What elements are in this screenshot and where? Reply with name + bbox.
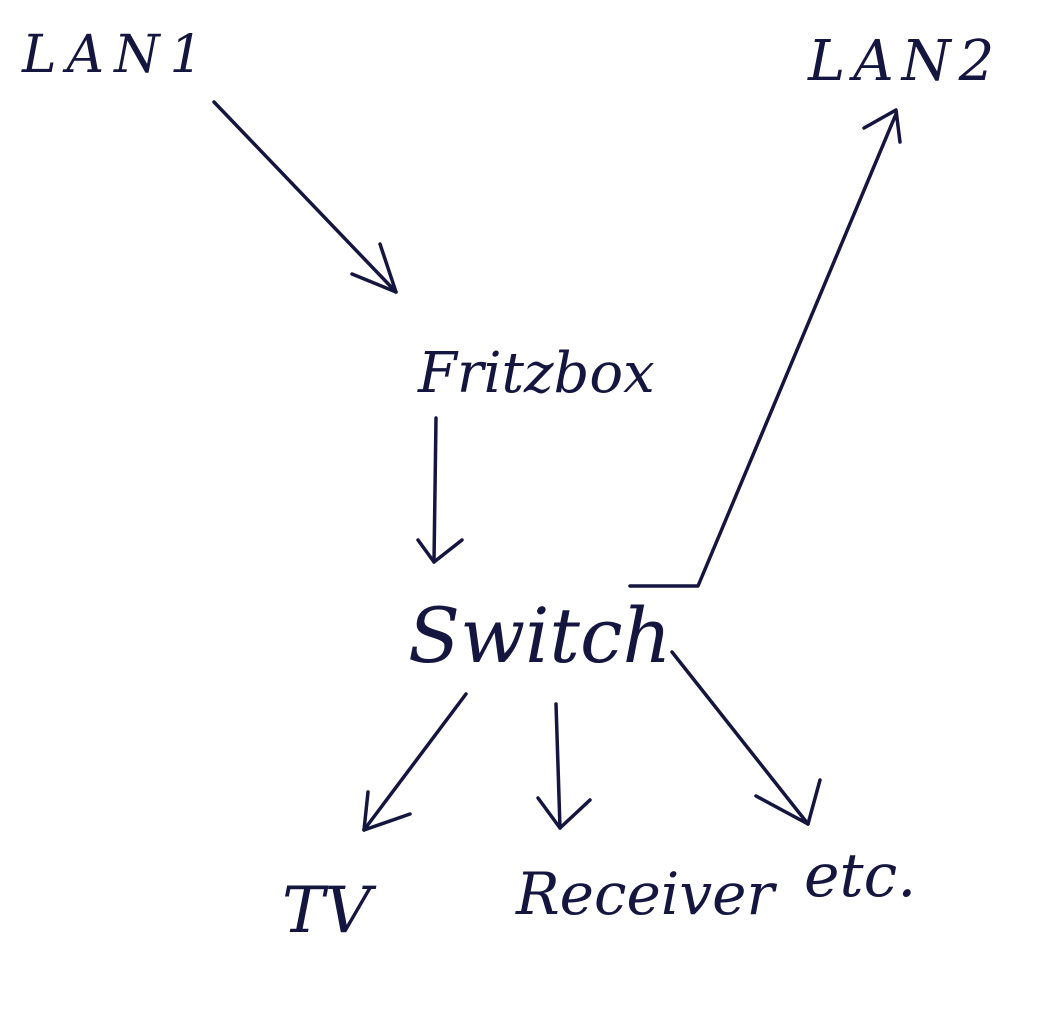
node-switch: Switch <box>408 591 671 680</box>
node-fritzbox: Fritzbox <box>417 341 655 406</box>
node-etc: etc. <box>804 841 916 911</box>
node-receiver: Receiver <box>515 860 777 928</box>
edge-switch-receiver <box>536 702 592 830</box>
edge-fritzbox-switch <box>416 416 464 564</box>
edge-lan1-fritzbox <box>212 100 398 294</box>
edge-switch-etc <box>670 650 822 826</box>
edge-switch-lan2 <box>628 108 902 588</box>
node-tv: TV <box>282 874 377 948</box>
edge-switch-tv <box>362 692 468 832</box>
node-lan1: LAN1 <box>21 25 213 85</box>
node-lan2: LAN2 <box>807 29 1002 94</box>
